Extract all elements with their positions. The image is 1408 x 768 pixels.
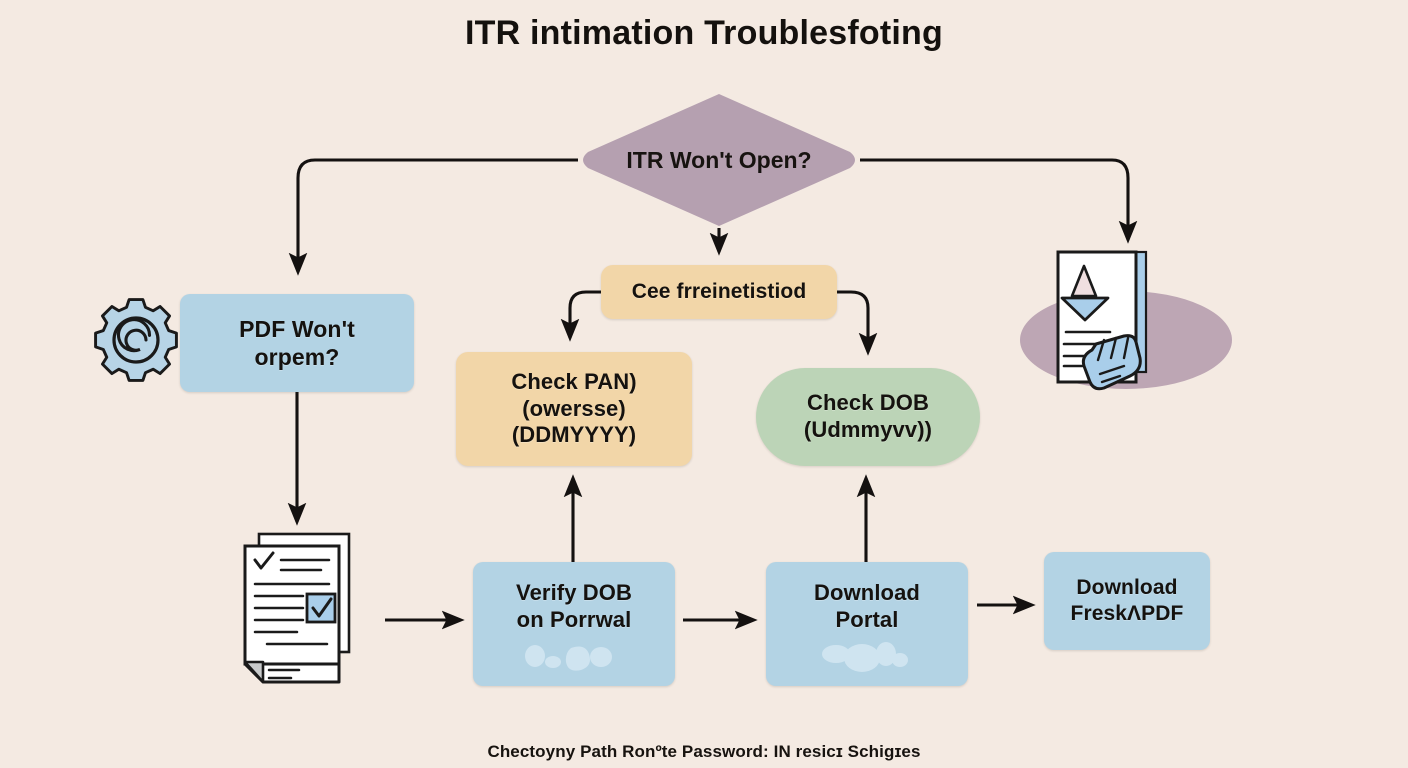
node-download-portal[interactable]: Download Portal bbox=[766, 562, 968, 686]
node-dob-line-1: Check DOB bbox=[807, 390, 929, 416]
node-credentials-label: Cee frreinetistiod bbox=[631, 280, 807, 304]
edge-credentials-to-pan bbox=[560, 290, 601, 342]
diamond-shape bbox=[583, 94, 855, 226]
node-verify-dob-portal[interactable]: Verify DOB on Porrwal bbox=[473, 562, 675, 686]
node-download-portal-line-1: Download bbox=[814, 580, 920, 605]
decorative-blobs bbox=[525, 645, 612, 671]
node-check-dob[interactable]: Check DOB (Udmmyvv)) bbox=[756, 368, 980, 466]
gear-icon bbox=[94, 298, 178, 382]
node-pdf-wont-open[interactable]: PDF Won't orpem? bbox=[180, 294, 414, 392]
node-fresh-pdf-line-1: Download bbox=[1076, 576, 1178, 600]
node-pdf-line-1: PDF Won't bbox=[239, 315, 355, 342]
decision-node-itr-wont-open[interactable]: ITR Won't Open? bbox=[578, 92, 860, 228]
node-check-pan[interactable]: Check PAN) (owersse) (DDMYYYY) bbox=[456, 352, 692, 466]
doc-check-icon bbox=[243, 532, 351, 684]
node-check-credentials[interactable]: Cee frreinetistiod bbox=[601, 265, 837, 319]
node-download-fresh-pdf[interactable]: Download FreskɅPDF bbox=[1044, 552, 1210, 650]
node-pdf-line-2: orpem? bbox=[254, 344, 340, 370]
node-verify-line-2: on Porrwal bbox=[516, 606, 632, 632]
node-pan-line-1: Check PAN) bbox=[511, 368, 637, 394]
node-pan-line-3: (DDMYYYY) bbox=[511, 422, 637, 448]
decision-node-label: ITR Won't Open? bbox=[626, 146, 812, 173]
node-verify-line-1: Verify DOB bbox=[516, 580, 632, 605]
node-download-portal-line-2: Portal bbox=[835, 606, 899, 632]
node-fresh-pdf-line-2: FreskɅPDF bbox=[1070, 602, 1184, 625]
node-dob-line-2: (Udmmyvv)) bbox=[803, 417, 933, 442]
node-pan-line-2: (owersse) bbox=[522, 395, 626, 421]
doc-hand-icon bbox=[1056, 250, 1148, 391]
footer-caption: Chectoyny Path Ronºte Password: IN resic… bbox=[487, 742, 921, 761]
edge-decision-to-pdf bbox=[288, 158, 578, 276]
accent-ellipse bbox=[1020, 291, 1232, 389]
page-title: ITR intimation Troublesfoting bbox=[465, 14, 943, 52]
edge-credentials-to-dob bbox=[837, 290, 878, 356]
edge-decision-to-fresh-pdf bbox=[860, 158, 1138, 244]
decorative-blobs bbox=[822, 642, 908, 672]
